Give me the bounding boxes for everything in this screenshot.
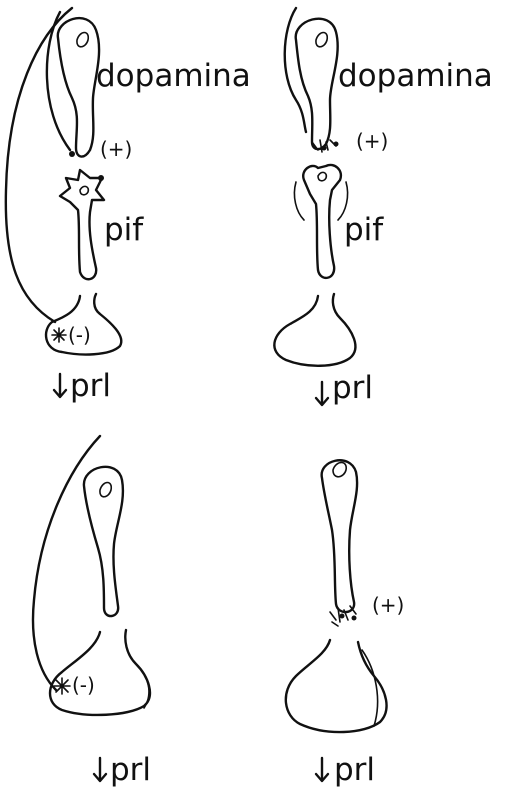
stimulus-sign: (+) bbox=[356, 129, 388, 153]
lactotroph-cell bbox=[286, 640, 387, 732]
pif-label: pif bbox=[344, 212, 384, 248]
dopamine-neuron bbox=[84, 467, 123, 616]
synapse-terminal-cluster bbox=[330, 606, 357, 626]
inhibition-sign: (-) bbox=[68, 323, 91, 347]
dopamina-label: dopamina bbox=[96, 58, 251, 94]
dopamine-neuron bbox=[322, 460, 357, 612]
down-arrow-icon bbox=[54, 374, 66, 397]
prl-label: prl bbox=[70, 368, 111, 404]
inhibition-sign: (-) bbox=[72, 673, 95, 697]
prl-label: prl bbox=[334, 752, 375, 788]
pif-label: pif bbox=[104, 212, 144, 248]
prl-label: prl bbox=[332, 370, 373, 406]
dopamina-label: dopamina bbox=[338, 58, 493, 94]
receptor-star-icon bbox=[52, 328, 66, 342]
stimulus-sign: (+) bbox=[372, 593, 404, 617]
receptor-star-icon bbox=[54, 678, 70, 694]
cell-contour bbox=[140, 668, 149, 708]
feedback-fiber-long bbox=[33, 436, 100, 690]
down-arrow-icon bbox=[316, 758, 328, 781]
panel-bottom-right: (+) prl bbox=[286, 460, 405, 788]
dopamine-nucleus bbox=[100, 483, 111, 497]
synapse-terminal-cluster bbox=[312, 140, 339, 152]
prl-label: prl bbox=[110, 752, 151, 788]
synapse-terminal bbox=[69, 151, 75, 157]
stimulus-sign: (+) bbox=[100, 137, 132, 161]
pif-process bbox=[294, 182, 304, 220]
dopamine-nucleus bbox=[316, 33, 327, 47]
pif-nucleus bbox=[80, 186, 88, 194]
lactotroph-cell bbox=[274, 294, 355, 366]
down-arrow-icon bbox=[94, 758, 106, 781]
lactotroph-cell bbox=[50, 630, 150, 715]
down-arrow-icon bbox=[316, 382, 328, 405]
pif-cell bbox=[303, 165, 341, 278]
feedback-fiber-long bbox=[6, 8, 72, 322]
panel-bottom-left: (-) prl bbox=[33, 436, 151, 788]
pif-nucleus bbox=[318, 172, 326, 180]
dopamine-nucleus bbox=[333, 463, 346, 477]
dopamine-neuron bbox=[58, 18, 99, 156]
feedback-fiber bbox=[285, 8, 306, 132]
dopamine-nucleus bbox=[77, 33, 88, 47]
panel-top-left: dopamina (+) pif (-) prl bbox=[6, 8, 251, 404]
panel-top-right: dopamina (+) pif prl bbox=[274, 8, 492, 406]
